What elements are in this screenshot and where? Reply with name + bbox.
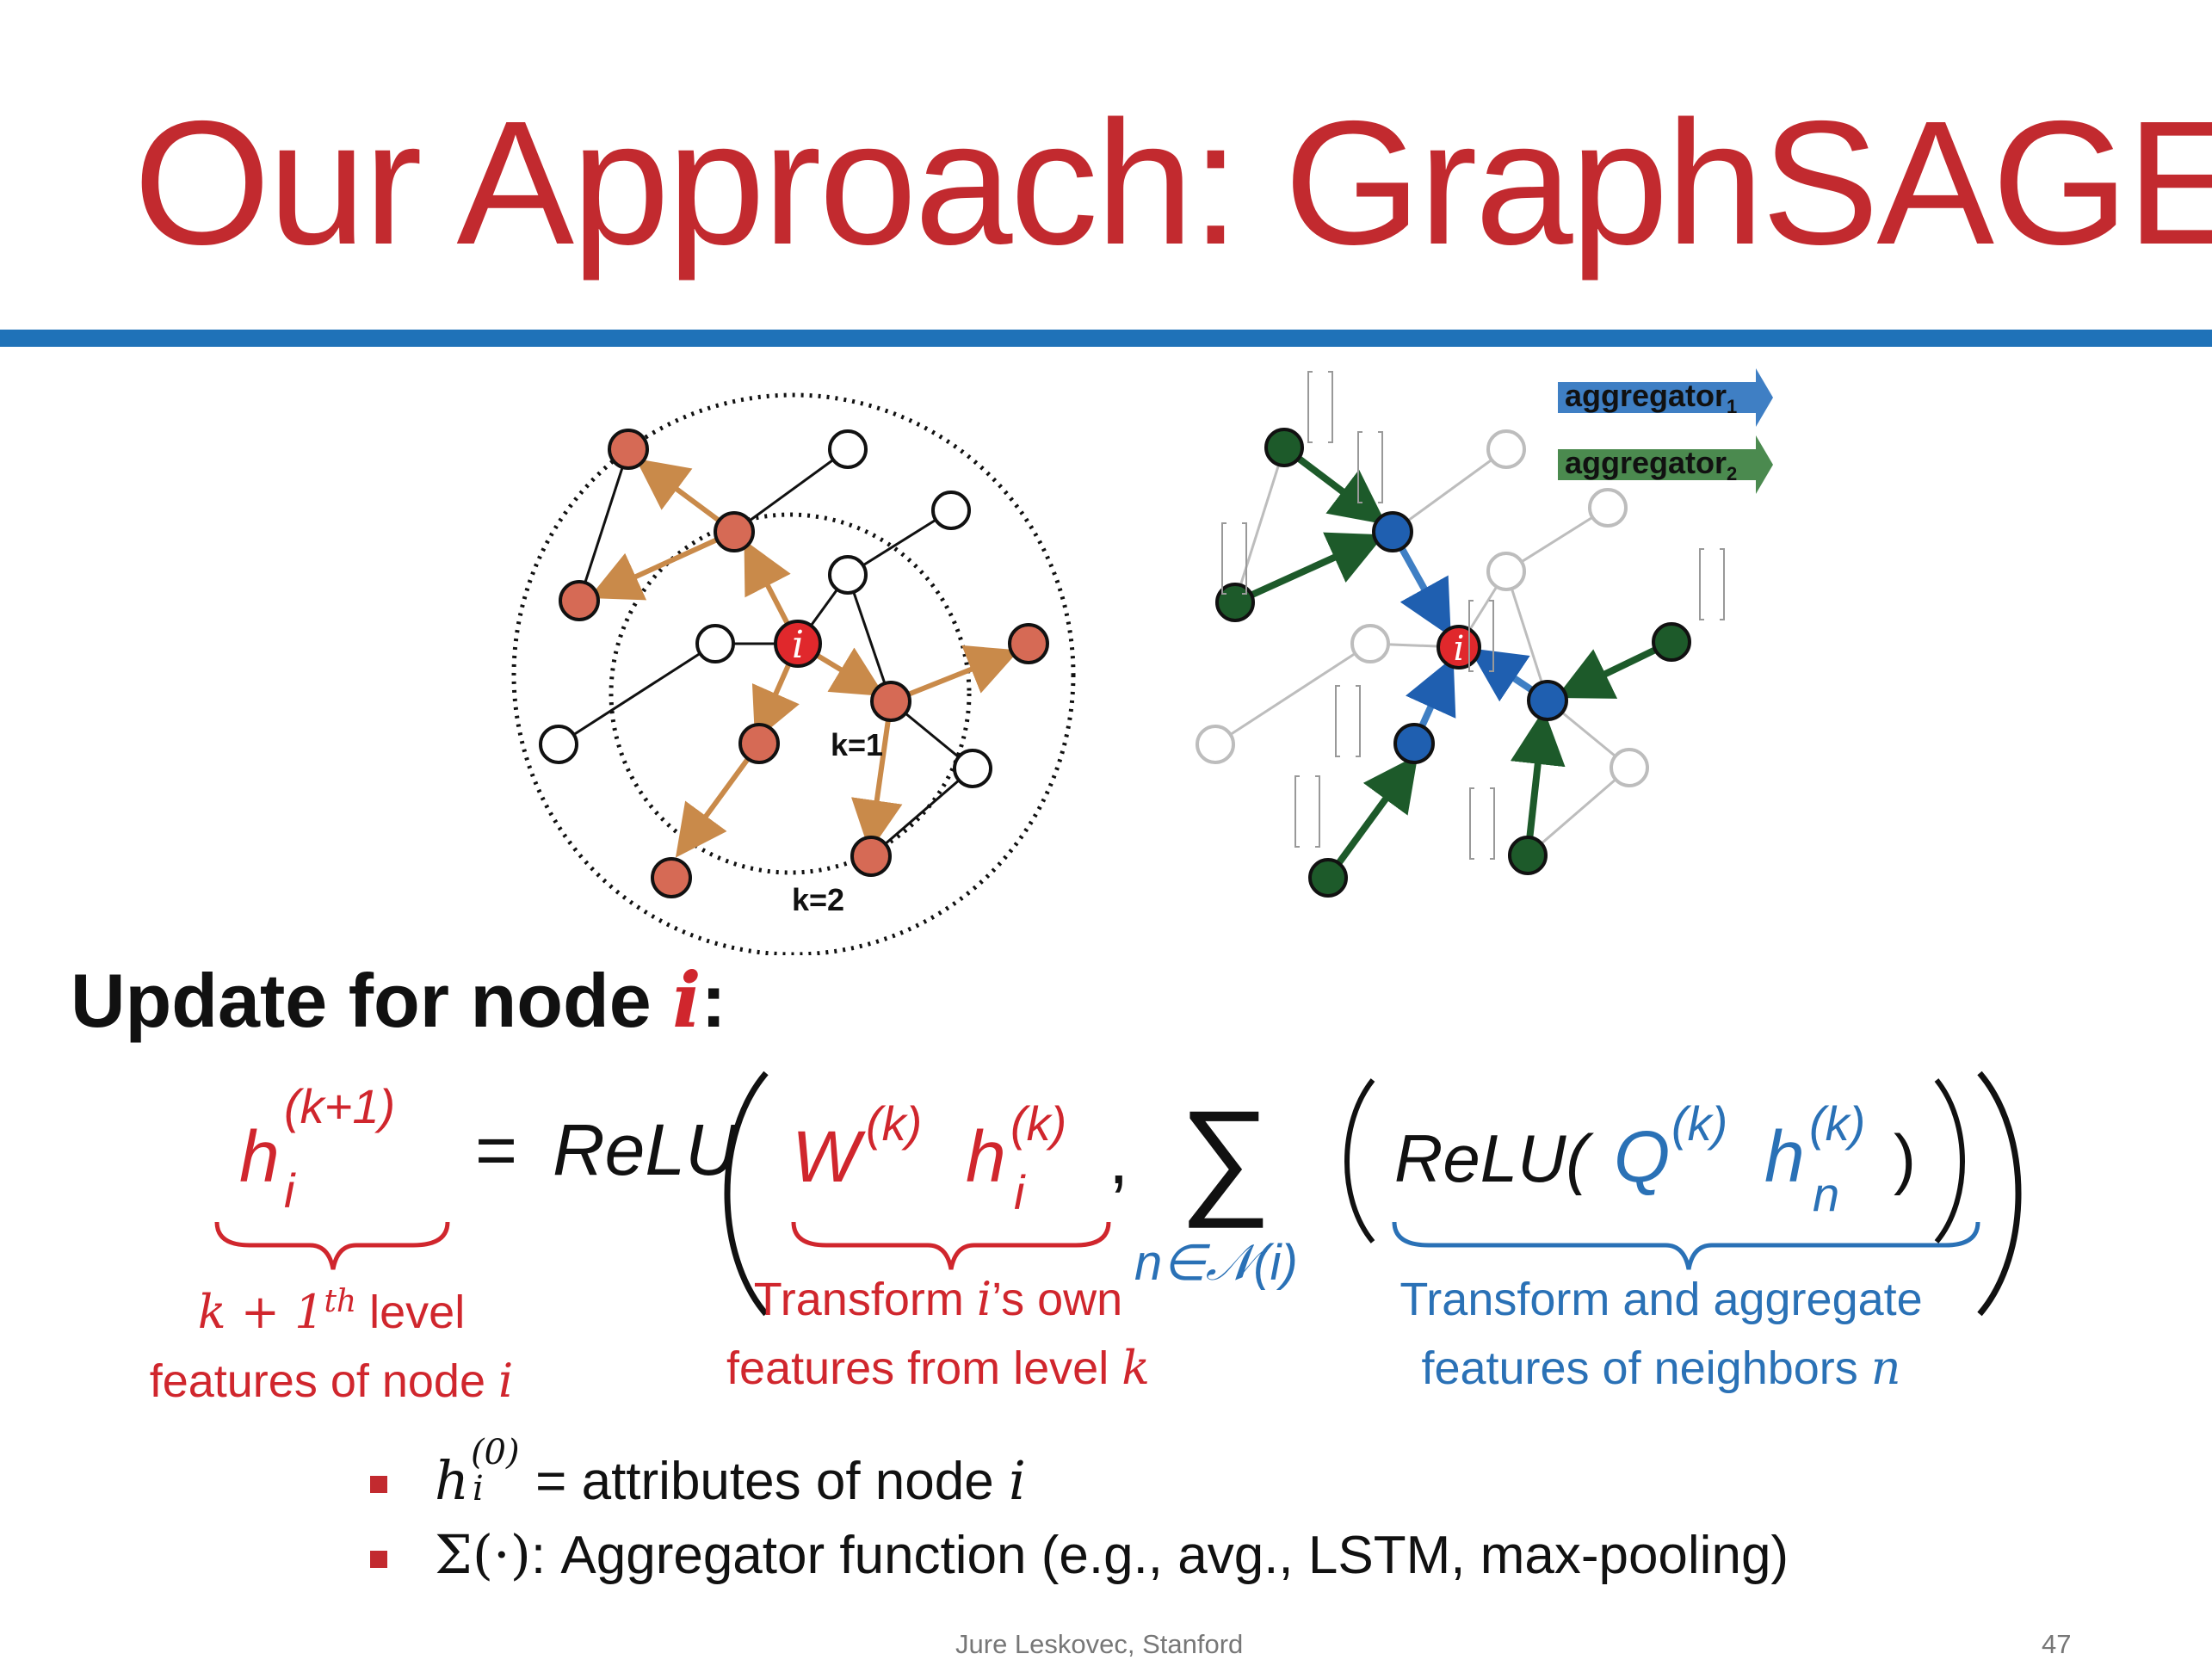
eq-equals: = (475, 1109, 517, 1190)
bullet-2: Σ(·): Aggregator function (e.g., avg., L… (435, 1523, 1789, 1586)
eq-sum: ∑ (1179, 1083, 1271, 1228)
update-heading-colon: : (701, 958, 726, 1043)
update-heading-text: Update for node (71, 958, 673, 1043)
footer-author: Jure Leskovec, Stanford (955, 1629, 1244, 1659)
bullet-2-sigma: Σ(·) (435, 1523, 531, 1586)
eq-h-sub: i (1014, 1165, 1026, 1219)
eq-q-sup: (k) (1671, 1096, 1727, 1151)
eq-lhs-sup: (k+1) (284, 1079, 395, 1133)
eq-w: W (792, 1116, 866, 1197)
right-graph-diagram: aggregator1 aggregator2 (1196, 368, 1773, 898)
eq-hn-sup: (k) (1809, 1096, 1865, 1151)
left-graph-diagram: i k=1 k=2 (511, 392, 1076, 955)
eq-h: h (966, 1116, 1006, 1197)
eq-h-sup: (k) (1010, 1096, 1066, 1151)
inner-ring (609, 512, 972, 875)
caption-left: k + 1th level features of node i (120, 1268, 542, 1416)
eq-hn: h (1764, 1116, 1805, 1197)
right-center-label: i (1454, 629, 1465, 669)
aggregator-2-label: aggregator2 (1565, 445, 1737, 484)
aggregator-2-arrow (1558, 435, 1773, 494)
inner-ring-label: k=1 (831, 727, 883, 762)
brace-left (214, 1221, 450, 1270)
page-number: 47 (2042, 1629, 2072, 1659)
caption-left-line2: features of node i (149, 1354, 514, 1408)
aggregator-1-arrow (1558, 368, 1773, 427)
outer-ring-label: k=2 (792, 882, 844, 917)
caption-middle-line2: features from level k (726, 1341, 1150, 1395)
title-rule (0, 330, 2212, 347)
caption-right-line1: Transform and aggregate (1399, 1274, 1923, 1325)
eq-comma: , (1109, 1118, 1128, 1199)
update-heading: Update for node i: (71, 962, 726, 1039)
bullet-1-h: h (435, 1449, 469, 1512)
bullet-marker-1 (370, 1476, 387, 1493)
eq-w-sup: (k) (866, 1096, 922, 1151)
bullet-1: h(0)i = attributes of node i (435, 1433, 1026, 1512)
eq-hn-sub: n (1813, 1167, 1839, 1221)
caption-middle-line1: Transform i’s own (753, 1272, 1123, 1326)
caption-right: Transform and aggregate features of neig… (1369, 1265, 1954, 1403)
eq-close-paren: ) (1894, 1120, 1916, 1196)
graphsage-update-equation: h (k+1) i = ReLU W (k) h (k) i , ∑ n∈𝒩(i… (214, 1071, 2022, 1317)
eq-sum-sub: n∈𝒩(i) (1134, 1235, 1298, 1291)
caption-left-line1: k + 1th level (197, 1284, 466, 1339)
update-heading-var: i (672, 955, 701, 1045)
eq-inner-relu: ReLU( (1394, 1120, 1594, 1196)
bullet-marker-2 (370, 1551, 387, 1568)
eq-relu: ReLU (553, 1109, 738, 1190)
feature-vectors (1221, 371, 1725, 860)
eq-lhs-sub: i (284, 1163, 296, 1218)
caption-middle: Transform i’s own features from level k (697, 1265, 1179, 1403)
outer-ring (511, 392, 1076, 955)
eq-lhs-h: h (239, 1116, 280, 1197)
brace-right (1392, 1221, 1980, 1270)
slide-title: Our Approach: GraphSAGE (133, 84, 2212, 281)
left-center-label: i (792, 623, 804, 667)
brace-middle (791, 1221, 1111, 1270)
aggregator-1-label: aggregator1 (1565, 378, 1737, 417)
eq-q: Q (1614, 1116, 1670, 1197)
caption-right-line2: features of neighbors n (1421, 1341, 1901, 1395)
